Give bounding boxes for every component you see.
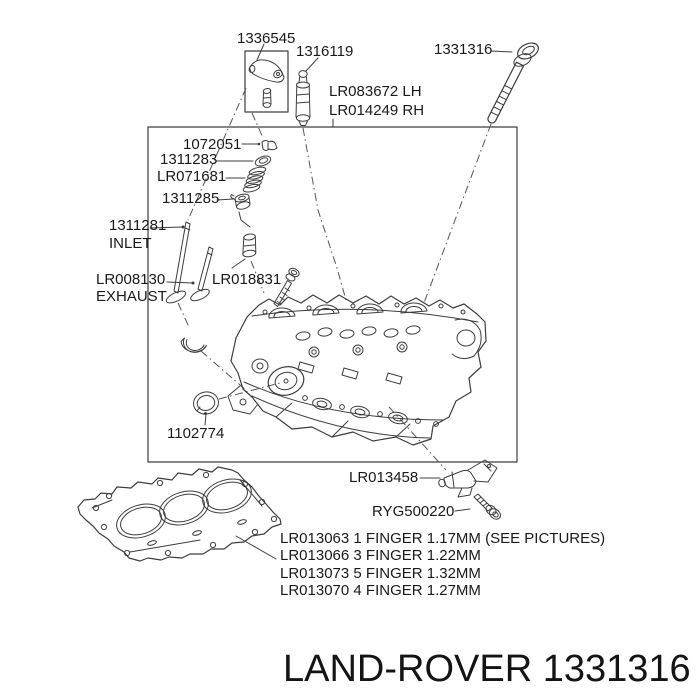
footer-title: LAND-ROVER 1331316: [283, 648, 691, 691]
callout-head-right: LR014249 RH: [329, 102, 425, 119]
spring-retainer-drawing: [254, 155, 272, 167]
seal-cap-drawing: [180, 337, 207, 353]
callout-exhaust-valve: LR008130: [96, 271, 166, 288]
callout-rocker-arm: 1336545: [237, 30, 296, 47]
valve-guide-drawing: [242, 233, 257, 258]
callout-sensor-bolt: RYG500220: [372, 503, 455, 520]
sensor-drawing: [438, 459, 498, 498]
sensor-bolt-drawing: [473, 493, 501, 520]
center-lines: [177, 87, 492, 471]
callout-cam-seal-ring: 1102774: [167, 425, 225, 442]
callout-head-left: LR083672 LH: [329, 83, 422, 100]
gasket-option-3: LR013073 5 FINGER 1.32MM: [280, 564, 481, 582]
rocker-frame-box: [244, 50, 289, 113]
gasket-option-4: LR013070 4 FINGER 1.27MM: [280, 582, 481, 600]
exhaust-valve-drawing: [190, 246, 214, 302]
stud-bolt-drawing: [273, 267, 300, 307]
gasket-options-list: LR013063 1 FINGER 1.17MM (SEE PICTURES) …: [280, 530, 605, 600]
callout-exhaust-word: EXHAUST: [96, 288, 167, 305]
callout-head-bolt: 1331316: [434, 41, 493, 58]
callout-inlet-valve: 1311281: [109, 217, 167, 234]
gasket-option-2: LR013066 3 FINGER 1.22MM: [280, 547, 481, 565]
callout-inlet-word: INLET: [109, 235, 152, 252]
valve-collet-drawing: [261, 140, 278, 151]
callout-valve-spring: LR071681: [157, 168, 227, 185]
cylinder-head-drawing: [227, 294, 487, 446]
leader-lines: [149, 43, 513, 560]
brand-name: LAND-ROVER: [283, 648, 533, 690]
lash-adjuster-drawing: [295, 70, 311, 126]
callout-stem-seal: 1311285: [162, 190, 220, 207]
callout-valve-collet: 1072051: [183, 136, 242, 153]
rocker-arm-drawing: [248, 59, 285, 108]
inlet-valve-drawing: [165, 221, 191, 304]
callout-spring-retainer: 1311283: [160, 151, 218, 168]
cam-seal-ring-drawing: [193, 391, 219, 415]
head-bolt-drawing: [487, 42, 539, 124]
callout-sensor: LR013458: [349, 469, 419, 486]
gasket-option-1: LR013063 1 FINGER 1.17MM (SEE PICTURES): [280, 530, 606, 547]
footer-part-number: 1331316: [542, 648, 691, 690]
stem-seal-drawing: [230, 193, 251, 210]
callout-lash-adjuster: 1316119: [296, 43, 354, 60]
head-gasket-drawing: [77, 466, 282, 562]
valve-spring-drawing: [242, 166, 267, 193]
callout-stud-bolt: LR018831: [212, 271, 282, 288]
